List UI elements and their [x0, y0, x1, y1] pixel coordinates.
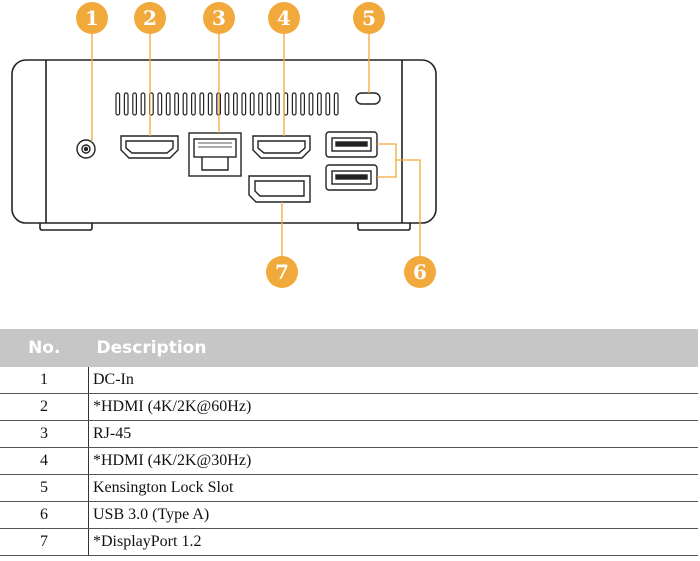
vent-slot	[249, 92, 255, 116]
rj45-port	[188, 132, 242, 177]
table-row: 6 USB 3.0 (Type A)	[0, 501, 698, 529]
svg-text:5: 5	[362, 6, 376, 30]
displayport-port	[248, 175, 311, 203]
kensington-lock-slot	[355, 92, 381, 105]
table-row: 2 *HDMI (4K/2K@60Hz)	[0, 393, 698, 421]
vent-slot	[317, 92, 322, 116]
callout-1: 1	[76, 2, 108, 34]
callout-6: 6	[404, 256, 436, 288]
device-rear-panel-diagram: 1 2 3 4 5 6 7	[11, 2, 437, 288]
callout-7: 7	[266, 256, 298, 288]
row-description: Kensington Lock Slot	[88, 474, 698, 502]
row-number: 7	[0, 528, 89, 556]
vent-slot	[123, 92, 129, 116]
vent-slot	[140, 92, 146, 116]
row-description: *HDMI (4K/2K@60Hz)	[88, 393, 698, 421]
callout-2: 2	[134, 2, 166, 34]
row-description: *HDMI (4K/2K@30Hz)	[88, 447, 698, 475]
port-description-table: No. Description 1 DC-In 2 *HDMI (4K/2K@6…	[0, 329, 698, 556]
vent-slot	[275, 92, 280, 116]
svg-text:4: 4	[277, 6, 291, 30]
vent-slot	[308, 92, 314, 116]
row-number: 1	[0, 367, 89, 394]
vent-slot	[300, 92, 305, 116]
table-header-row: No. Description	[0, 329, 698, 367]
row-number: 5	[0, 474, 89, 502]
table-row: 4 *HDMI (4K/2K@30Hz)	[0, 447, 698, 475]
callout-5: 5	[353, 2, 385, 34]
usb-port-upper	[325, 131, 378, 158]
row-number: 2	[0, 393, 89, 421]
vent-slot	[165, 92, 171, 116]
callout-4: 4	[268, 2, 300, 34]
table-row: 5 Kensington Lock Slot	[0, 474, 698, 502]
vent-slot	[233, 92, 238, 116]
vent-grille	[115, 92, 339, 116]
vent-slot	[191, 92, 196, 116]
vent-slot	[132, 92, 138, 116]
row-description: RJ-45	[88, 420, 698, 448]
vent-slot	[266, 92, 272, 116]
vent-slot	[157, 92, 163, 116]
svg-text:6: 6	[413, 260, 427, 284]
row-description: USB 3.0 (Type A)	[88, 501, 698, 529]
vent-slot	[207, 92, 213, 116]
table-row: 7 *DisplayPort 1.2	[0, 528, 698, 556]
hdmi-port-1	[120, 135, 179, 159]
hdmi-port-2	[252, 135, 311, 159]
row-description: DC-In	[88, 367, 698, 394]
table-row: 3 RJ-45	[0, 420, 698, 448]
vent-slot	[224, 92, 230, 116]
vent-slot	[199, 92, 205, 116]
table-row: 1 DC-In	[0, 367, 698, 394]
svg-text:7: 7	[275, 260, 289, 284]
vent-slot	[325, 92, 331, 116]
callout-3: 3	[203, 2, 235, 34]
row-number: 6	[0, 501, 89, 529]
vent-slot	[258, 92, 263, 116]
callout-leader-lines	[91, 33, 421, 257]
svg-text:3: 3	[212, 6, 226, 30]
row-number: 3	[0, 420, 89, 448]
row-number: 4	[0, 447, 89, 475]
device-body	[11, 59, 437, 231]
vent-slot	[241, 92, 247, 116]
vent-slot	[291, 92, 297, 116]
vent-slot	[182, 92, 188, 116]
dc-in-port	[76, 139, 96, 159]
usb-port-lower	[325, 164, 378, 191]
svg-text:1: 1	[85, 6, 99, 30]
header-description: Description	[88, 329, 698, 367]
svg-text:2: 2	[143, 6, 157, 30]
vent-slot	[333, 92, 339, 116]
row-description: *DisplayPort 1.2	[88, 528, 698, 556]
header-no: No.	[0, 329, 89, 367]
vent-slot	[174, 92, 180, 116]
vent-slot	[115, 92, 121, 116]
